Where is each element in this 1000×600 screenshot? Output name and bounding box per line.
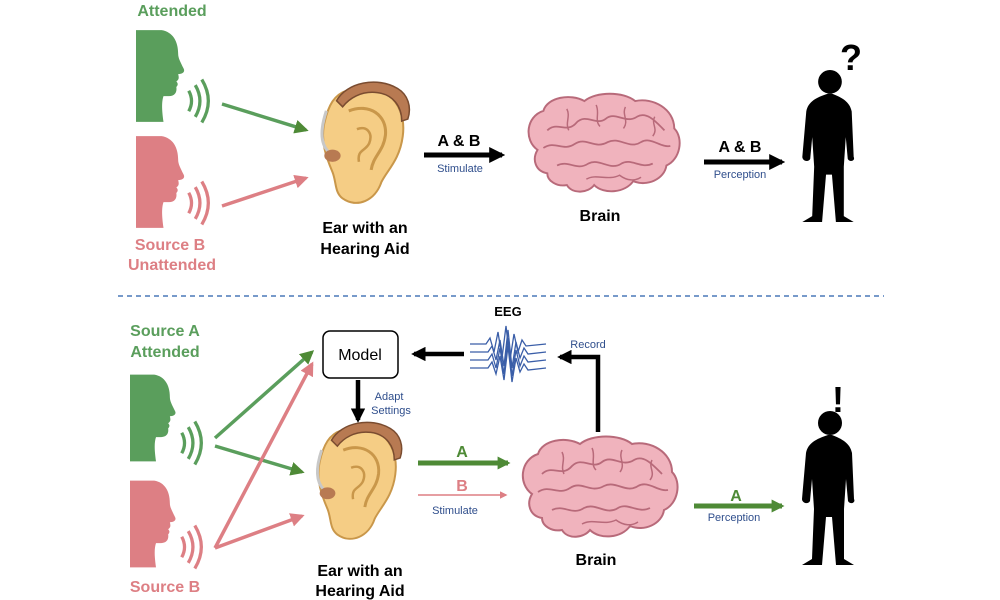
source-a-to-model-arrow [213,350,315,440]
bottom-source-b-head-icon [130,480,176,568]
top-ear-hearing-aid-icon [320,80,411,205]
bottom-source-a-sound-waves-icon [179,419,204,467]
source-b-sound-waves-icon [186,179,211,227]
bottom-brain-icon [521,435,679,538]
top-source-a-label: Attended [137,3,206,20]
bottom-perception-sub: Perception [708,512,761,524]
source-b-head-icon [136,136,185,228]
top-ear-label-line1: Ear with an [322,220,407,237]
bottom-source-b-sound-waves-icon [179,523,204,571]
top-ear-label-line2: Hearing Aid [320,241,409,258]
bottom-source-a-label-line2: Attended [130,344,199,361]
bottom-person-silhouette-icon [802,411,855,565]
bottom-perception-text: A [730,488,742,505]
top-arrow1-text: A & B [438,133,481,150]
model-label: Model [338,347,382,364]
eeg-waveform-icon [470,325,547,383]
bottom-ear-label-line2: Hearing Aid [315,583,404,600]
bottom-source-a-head-icon [130,374,176,462]
top-question-mark: ? [840,37,862,78]
top-source-b-label-line1: Source B [135,237,205,254]
bottom-ear-label-line1: Ear with an [317,563,402,580]
eeg-label: EEG [494,304,521,319]
bottom-source-b-label: Source B [130,579,200,596]
top-arrow1-sub: Stimulate [437,163,483,175]
bottom-exclamation-mark: ! [832,379,844,420]
model-box [322,330,399,379]
source-a-to-ear-arrow [214,444,305,476]
bottom-arrow-b-text: B [456,478,468,495]
source-a-sound-waves-icon [186,77,211,125]
bottom-arrow-a-text: A [456,444,468,461]
bottom-stimulate-label: Stimulate [432,505,478,517]
top-arrow2-text: A & B [719,139,762,156]
adapt-label-line1: Adapt [375,391,404,403]
top-source-b-label-line2: Unattended [128,257,216,274]
source-b-to-model-arrow [213,361,314,549]
source-a-head-icon [136,30,185,122]
record-label: Record [570,339,605,351]
bottom-brain-label: Brain [576,552,617,569]
bottom-panel: Source A Attended Source B Model Adapt S… [130,304,855,600]
top-green-sound-arrow [221,102,309,134]
bottom-source-a-label-line1: Source A [130,323,200,340]
top-brain-label: Brain [580,208,621,225]
top-red-sound-arrow [221,174,309,208]
adapt-label-line2: Settings [371,405,411,417]
top-panel: Attended Source B Unattended Ear with an… [128,3,862,274]
record-arrow [557,349,601,432]
source-b-to-ear-arrow [214,513,305,550]
top-brain-icon [527,92,681,193]
bottom-ear-hearing-aid-icon [315,420,404,541]
top-person-silhouette-icon [802,69,855,223]
top-arrow2-sub: Perception [714,169,767,181]
